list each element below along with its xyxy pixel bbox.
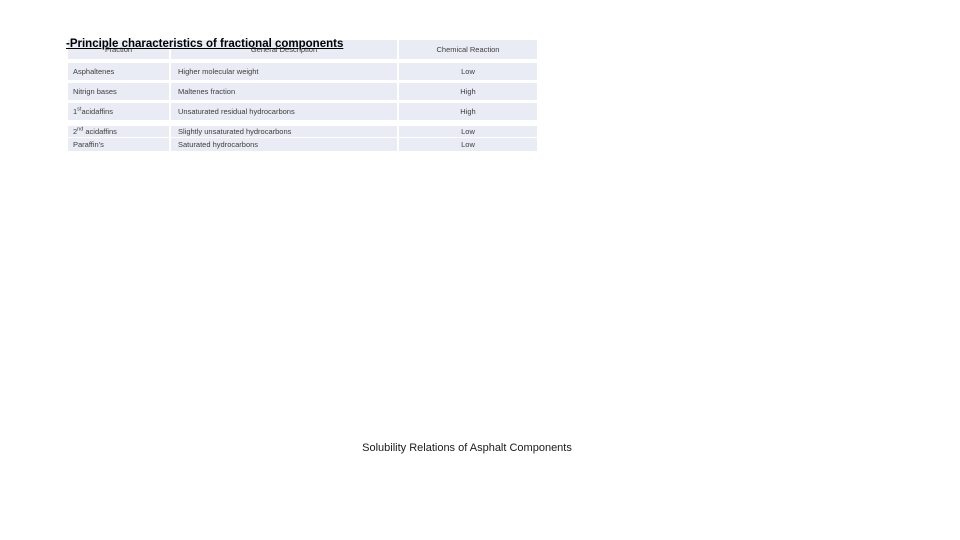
cell-description: Unsaturated residual hydrocarbons [169,103,397,120]
cell-reaction: High [397,103,537,120]
table-row: Paraffin's Saturated hydrocarbons Low [68,138,537,151]
column-header-chemical-reaction: Chemical Reaction [397,40,537,59]
table-row: Asphaltenes Higher molecular weight Low [68,63,537,80]
cell-reaction: Low [397,63,537,80]
column-header-general-description: General Description [169,40,397,59]
table-header-row: Fraction General Description Chemical Re… [68,40,537,59]
column-header-fraction: Fraction [104,44,133,54]
table-row: 2nd acidaffins Slightly unsaturated hydr… [68,126,537,137]
cell-description: Slightly unsaturated hydrocarbons [169,126,397,137]
table-row: 1stacidaffins Unsaturated residual hydro… [68,103,537,120]
cell-description: Maltenes fraction [169,83,397,100]
diagram-caption: Solubility Relations of Asphalt Componen… [362,442,572,454]
cell-fraction: Asphaltenes [73,66,115,76]
cell-reaction: High [397,83,537,100]
cell-description: Saturated hydrocarbons [169,138,397,151]
cell-fraction: 1stacidaffins [73,106,114,116]
table-row: Nitrign bases Maltenes fraction High [68,83,537,100]
solubility-relations-diagram: N Peptize A Bodying agent A₁+A₂ Solvent … [440,175,790,440]
cell-fraction: Paraffin's [73,139,104,149]
cell-description: Higher molecular weight [169,63,397,80]
cell-reaction: Low [397,126,537,137]
cell-fraction: Nitrign bases [73,86,117,96]
page-title: -Principle characteristics of fractional… [66,38,344,50]
cell-fraction: 2nd acidaffins [73,126,117,136]
fraction-characteristics-table: Fraction General Description Chemical Re… [68,40,537,151]
cell-reaction: Low [397,138,537,151]
